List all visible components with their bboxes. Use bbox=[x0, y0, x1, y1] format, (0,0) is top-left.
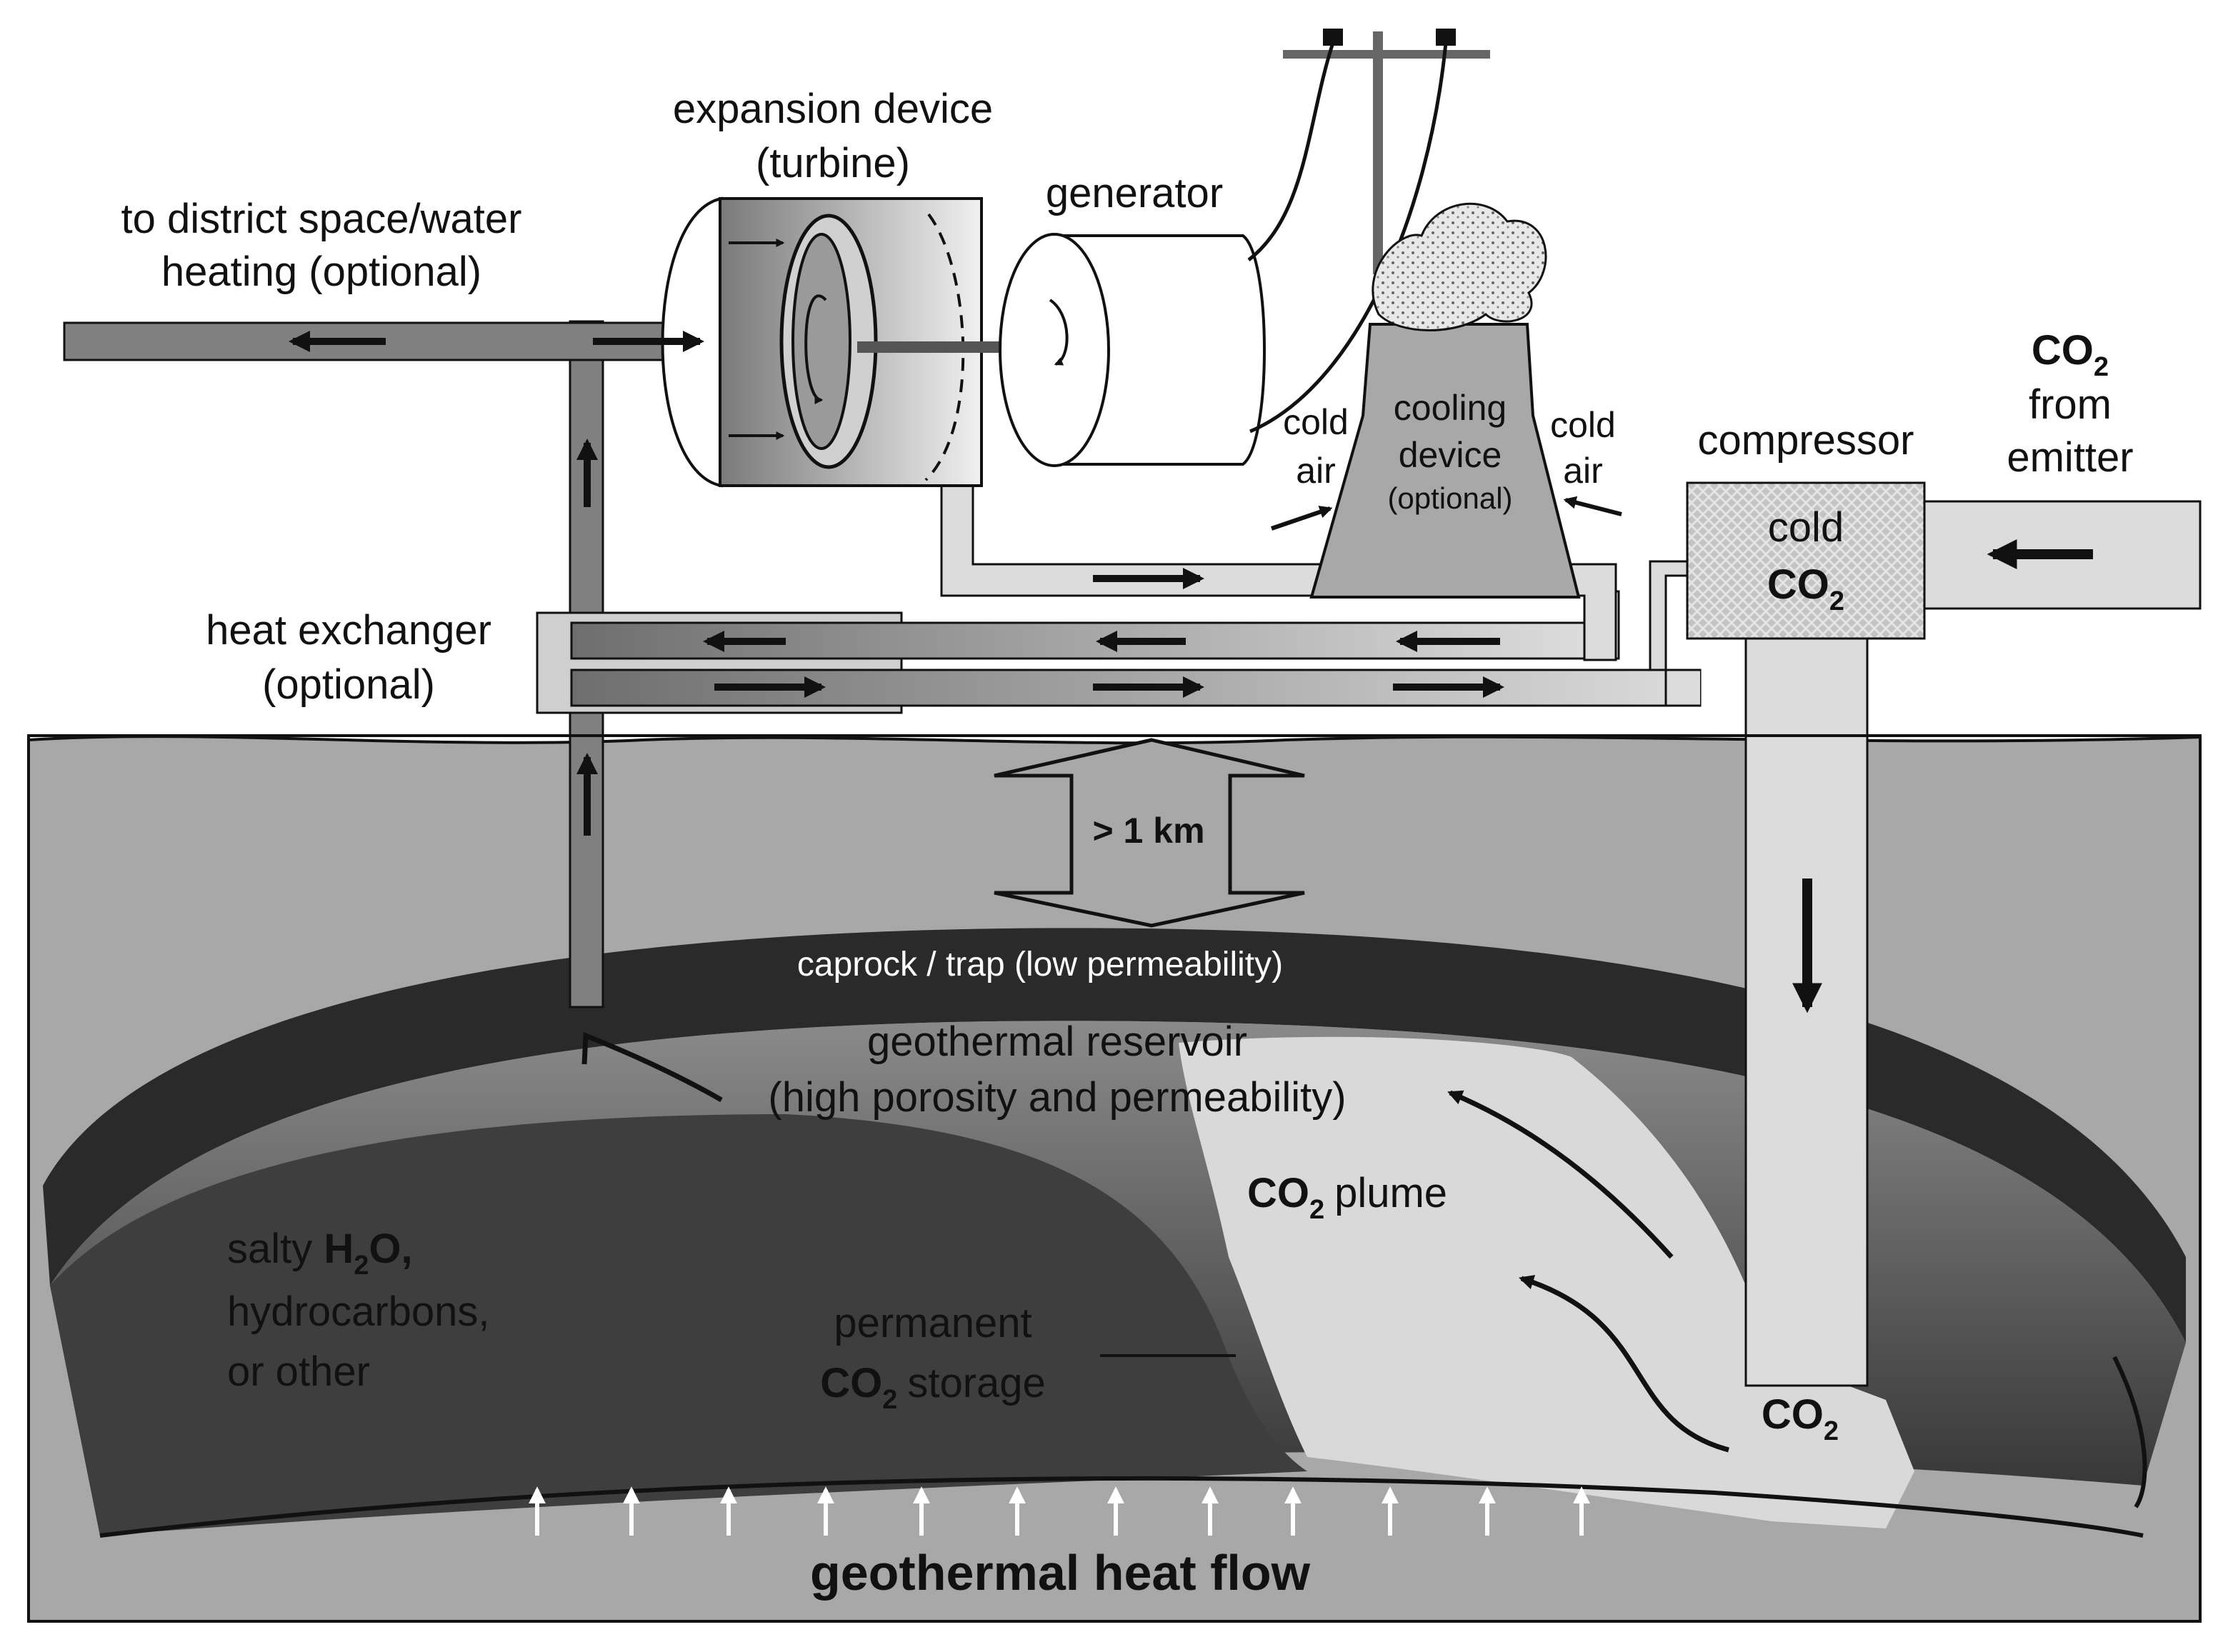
label-heat-exchanger-optional: (optional) bbox=[262, 661, 435, 708]
label-permanent: permanent bbox=[834, 1300, 1031, 1346]
label-co2-storage: CO2 storage bbox=[820, 1360, 1046, 1415]
cold-air-arrow-left bbox=[1271, 506, 1333, 531]
co2-main: CO bbox=[1762, 1391, 1824, 1438]
storage-word: storage bbox=[907, 1360, 1045, 1406]
cold-air-arrow-right bbox=[1563, 496, 1622, 516]
label-cold: cold bbox=[1768, 504, 1844, 551]
label-reservoir: geothermal reservoir bbox=[867, 1018, 1247, 1065]
label-depth: > 1 km bbox=[1092, 811, 1204, 851]
salty-water-region bbox=[50, 1114, 1307, 1536]
label-turbine: (turbine) bbox=[756, 140, 910, 186]
compressor bbox=[1686, 481, 1926, 640]
label-heat-exchanger: heat exchanger bbox=[206, 607, 491, 654]
plume-word: plume bbox=[1334, 1170, 1447, 1216]
production-hook bbox=[581, 1031, 723, 1103]
steam-cloud bbox=[1372, 202, 1547, 331]
label-cold-air-left-1: cold bbox=[1283, 402, 1349, 442]
label-salty-water: salty H2O, bbox=[227, 1226, 413, 1281]
co2-main: CO bbox=[820, 1360, 882, 1406]
label-cold-co2: CO2 bbox=[1767, 561, 1844, 616]
label-cooling: cooling bbox=[1394, 388, 1507, 428]
label-heat-flow: geothermal heat flow bbox=[810, 1545, 1311, 1601]
caprock-layer bbox=[43, 928, 2186, 1343]
label-co2-plume: CO2 plume bbox=[1247, 1170, 1447, 1225]
diagram-frame bbox=[27, 734, 2202, 1623]
turbine-rotor-inner bbox=[791, 233, 851, 450]
h2o-sub: 2 bbox=[354, 1251, 369, 1281]
label-district-1: to district space/water bbox=[121, 196, 522, 242]
label-caprock: caprock / trap (low permeability) bbox=[797, 946, 1283, 983]
plume-arrow-2 bbox=[1518, 1275, 1729, 1453]
label-cold-air-right-2: air bbox=[1563, 451, 1603, 491]
generator-body bbox=[1053, 234, 1266, 466]
salty-word: salty bbox=[227, 1226, 324, 1272]
h2o-o: O, bbox=[369, 1226, 412, 1272]
label-expansion-device: expansion device bbox=[673, 86, 993, 132]
co2-main: CO bbox=[2032, 327, 2094, 374]
depth-double-arrow bbox=[994, 738, 1305, 928]
label-reservoir-detail: (high porosity and permeability) bbox=[768, 1074, 1346, 1121]
basement-edge-right bbox=[2112, 1356, 2147, 1508]
label-emitter: emitter bbox=[2007, 434, 2133, 481]
label-cold-air-left-2: air bbox=[1296, 451, 1336, 491]
co2-sub: 2 bbox=[882, 1385, 897, 1415]
co2-main: CO bbox=[1767, 561, 1829, 608]
co2-plume-region bbox=[1179, 1036, 1914, 1528]
label-cold-air-right-1: cold bbox=[1550, 405, 1616, 445]
generator-face bbox=[999, 233, 1110, 467]
label-cooling-optional: (optional) bbox=[1387, 481, 1512, 515]
label-district-2: heating (optional) bbox=[161, 249, 481, 295]
cooling-tower bbox=[1309, 323, 1581, 599]
plume-arrow-1 bbox=[1447, 1090, 1674, 1259]
heat-flow-arrows bbox=[529, 1486, 1590, 1536]
label-hydrocarbons: hydrocarbons, bbox=[227, 1288, 490, 1335]
co2-sub: 2 bbox=[1829, 586, 1844, 616]
cold-loop-pipe bbox=[940, 484, 1617, 661]
co2-sub: 2 bbox=[2094, 352, 2109, 382]
label-compressor: compressor bbox=[1698, 417, 1914, 464]
label-co2-injection: CO2 bbox=[1762, 1391, 1839, 1446]
label-or-other: or other bbox=[227, 1348, 370, 1395]
power-pole bbox=[1373, 31, 1383, 274]
turbine-rotation-arrow bbox=[804, 294, 827, 404]
label-generator: generator bbox=[1046, 170, 1223, 216]
power-line-left bbox=[1247, 42, 1335, 261]
label-from: from bbox=[2029, 381, 2112, 428]
h2o-h: H bbox=[324, 1226, 354, 1272]
power-crossarm bbox=[1283, 50, 1490, 59]
co2-sub: 2 bbox=[1824, 1416, 1839, 1446]
label-co2-from-emitter: CO2 bbox=[2032, 327, 2109, 382]
co2-main: CO bbox=[1247, 1170, 1309, 1216]
generator-rotation-arrow bbox=[1049, 299, 1069, 366]
basement-line bbox=[99, 1476, 2144, 1538]
co2-sub: 2 bbox=[1309, 1195, 1324, 1225]
label-device: device bbox=[1399, 435, 1502, 475]
